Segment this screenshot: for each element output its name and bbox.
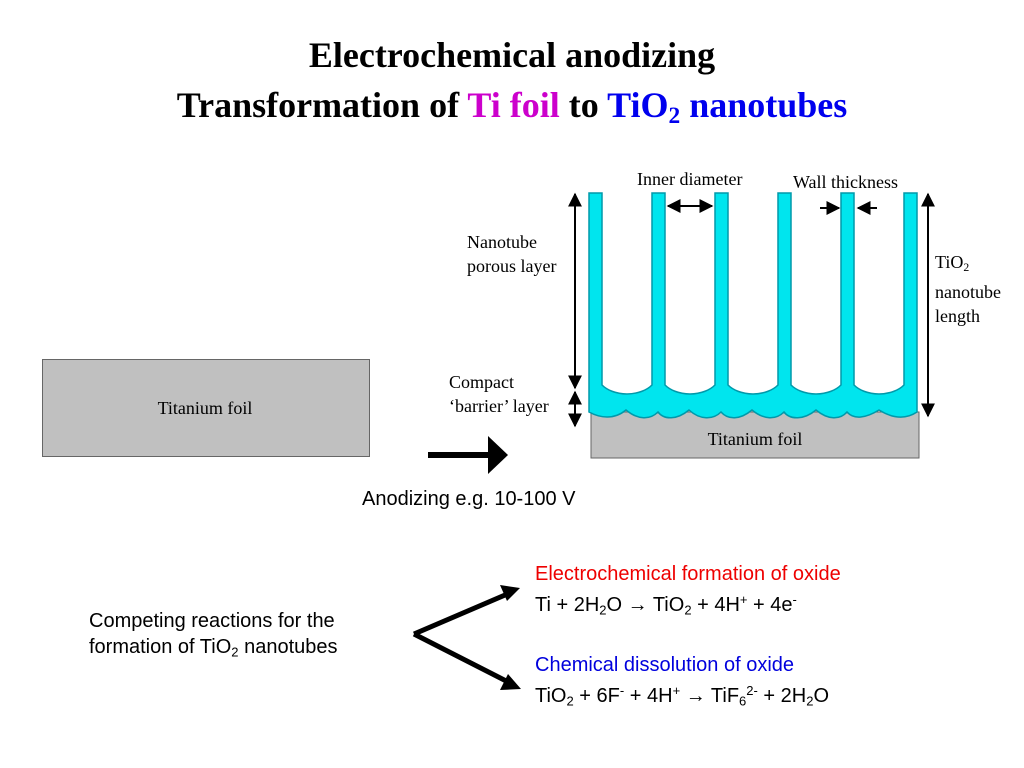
- title-prefix: Transformation of: [176, 85, 468, 125]
- feq-p4: + 4e: [747, 594, 793, 617]
- deq-p3: + 4H: [624, 685, 673, 708]
- titanium-foil-base: [590, 411, 920, 459]
- title-line-2: Transformation of Ti foil to TiO2 nanotu…: [0, 84, 1024, 137]
- titanium-foil-label: Titanium foil: [157, 398, 253, 418]
- deq-sup2: +: [672, 683, 681, 698]
- tube-length-line-1: TiO2: [935, 250, 1001, 280]
- tube-length-tio: TiO: [935, 252, 964, 272]
- deq-p5: + 2H: [757, 685, 807, 708]
- competing-line-1: Competing reactions for the: [89, 610, 335, 632]
- titanium-foil-block: [42, 359, 370, 457]
- porous-layer-line-1: Nanotube: [467, 232, 537, 252]
- formation-heading: Electrochemical formation of oxide: [535, 563, 841, 585]
- fork-arrow-upper: [413, 589, 513, 637]
- deq-s3: 2: [806, 693, 814, 709]
- title-nanotubes: nanotubes: [680, 85, 848, 125]
- title-tio2: TiO2 nanotubes: [607, 85, 848, 129]
- deq-s1: 2: [566, 693, 574, 709]
- fork-arrow-lower: [412, 631, 514, 687]
- tube-length-sub: 2: [963, 260, 970, 274]
- deq-p4: → TiF: [680, 685, 740, 708]
- title-to: to: [559, 85, 608, 125]
- titanium-foil-base-label: Titanium foil: [707, 429, 803, 449]
- dissolution-heading: Chemical dissolution of oxide: [535, 654, 795, 676]
- competing-line-2: formation of TiO2 nanotubes: [89, 634, 338, 665]
- formation-equation: Ti + 2H2O → TiO2 + 4H+ + 4e-: [535, 587, 841, 623]
- competing-reactions-text: Competing reactions for the formation of…: [89, 608, 338, 665]
- feq-p1: Ti + 2H: [535, 594, 600, 617]
- deq-p1: TiO: [535, 685, 567, 708]
- fork-arrow-lower-head: [500, 674, 521, 690]
- tube-length-line-3: length: [935, 305, 980, 326]
- feq-p3: + 4H: [691, 594, 740, 617]
- feq-sup1: +: [739, 592, 748, 607]
- dissolution-block: Chemical dissolution of oxide TiO2 + 6F-…: [535, 652, 829, 714]
- porous-layer-line-2: porous layer: [467, 256, 557, 276]
- compact-layer-label: Compact ‘barrier’ layer: [449, 370, 549, 418]
- tube-length-label: TiO2 nanotube length: [935, 250, 1001, 328]
- formation-block: Electrochemical formation of oxide Ti + …: [535, 561, 841, 623]
- wall-thickness-label: Wall thickness: [793, 172, 899, 192]
- deq-sup3: 2-: [746, 683, 758, 698]
- feq-s2: 2: [684, 602, 692, 618]
- title-tio2-base: TiO: [607, 85, 669, 125]
- compact-layer-line-2: ‘barrier’ layer: [449, 396, 549, 416]
- porous-layer-label: Nanotube porous layer: [467, 230, 556, 278]
- title-tio2-sub: 2: [668, 102, 681, 129]
- title-ti-foil: Ti foil: [467, 85, 560, 125]
- anodizing-label: Anodizing e.g. 10-100 V: [362, 488, 576, 510]
- inner-diameter-label: Inner diameter: [637, 169, 743, 189]
- feq-s1: 2: [599, 602, 607, 618]
- title-line-1: Electrochemical anodizing: [308, 35, 716, 75]
- feq-p2: O → TiO: [606, 594, 685, 617]
- feq-sup2: -: [792, 592, 797, 607]
- competing-sub: 2: [231, 644, 239, 660]
- fork-arrow-upper-head: [500, 585, 520, 601]
- competing-prefix: formation of TiO: [89, 636, 232, 658]
- dissolution-equation: TiO2 + 6F- + 4H+ → TiF62- + 2H2O: [535, 678, 829, 714]
- competing-suffix: nanotubes: [238, 636, 338, 658]
- nanotube-array: [588, 192, 918, 419]
- tube-length-line-2: nanotube: [935, 281, 1001, 302]
- deq-sup1: -: [619, 683, 625, 698]
- anodizing-arrow-head: [488, 436, 508, 474]
- compact-layer-line-1: Compact: [449, 372, 514, 392]
- deq-s2: 6: [739, 693, 747, 709]
- deq-p6: O: [813, 685, 829, 708]
- deq-p2: + 6F: [573, 685, 620, 708]
